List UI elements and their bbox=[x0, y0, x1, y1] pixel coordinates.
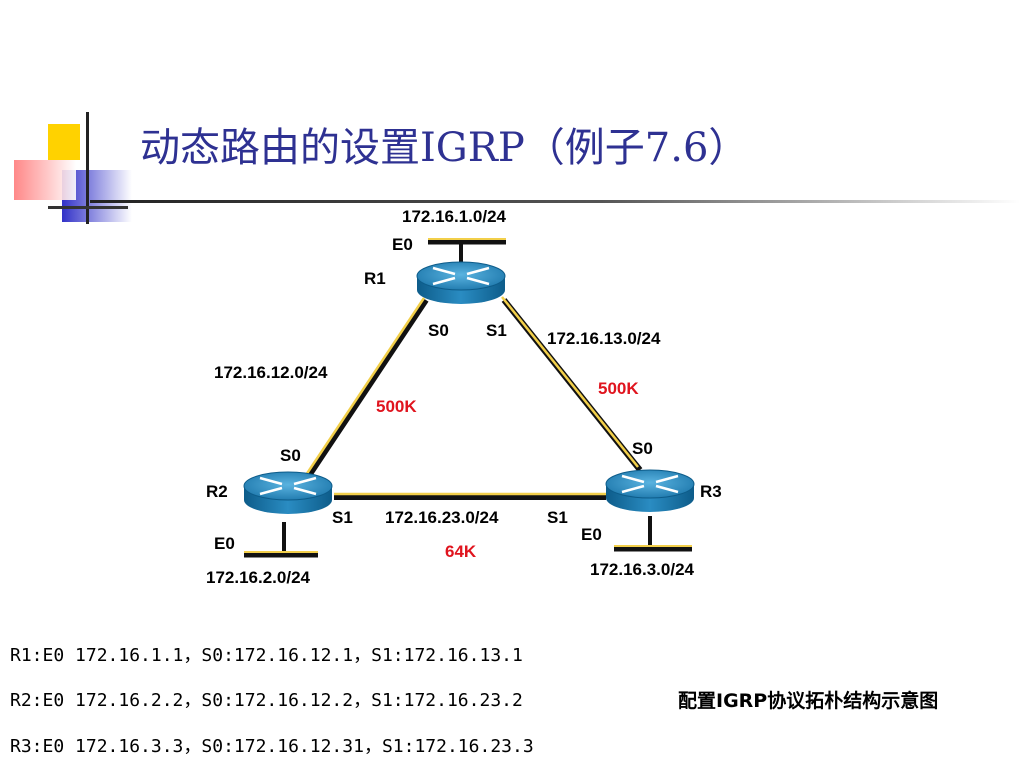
r1-e0-label: E0 bbox=[392, 235, 413, 254]
r3-s1-label: S1 bbox=[547, 508, 568, 527]
link-r1-r3-bandwidth: 500K bbox=[598, 379, 639, 398]
config-line-r1: R1:E0 172.16.1.1，S0:172.16.12.1，S1:172.1… bbox=[10, 645, 523, 666]
router-r1-icon bbox=[416, 261, 506, 304]
ethernet-r2 bbox=[244, 522, 318, 558]
config-line-r3: R3:E0 172.16.3.3，S0:172.16.12.31，S1:172.… bbox=[10, 736, 534, 757]
diagram-caption: 配置IGRP协议拓朴结构示意图 bbox=[678, 690, 939, 712]
r3-e0-label: E0 bbox=[581, 525, 602, 544]
link-r1-r2 bbox=[302, 297, 429, 482]
network-links bbox=[302, 296, 643, 500]
ethernet-r3 bbox=[614, 516, 692, 552]
r1-s0-label: S0 bbox=[428, 321, 449, 340]
r2-s0-label: S0 bbox=[280, 446, 301, 465]
corner-logo bbox=[14, 112, 132, 224]
r1-e0-network: 172.16.1.0/24 bbox=[402, 207, 506, 226]
link-r2-r3-bandwidth: 64K bbox=[445, 542, 477, 561]
link-r2-r3 bbox=[334, 492, 606, 500]
r3-s0-label: S0 bbox=[632, 439, 653, 458]
ethernet-r1 bbox=[428, 238, 506, 262]
link-r1-r3 bbox=[501, 296, 643, 472]
r3-e0-network: 172.16.3.0/24 bbox=[590, 560, 694, 579]
r3-name: R3 bbox=[700, 482, 722, 501]
r2-e0-label: E0 bbox=[214, 534, 235, 553]
page-title: 动态路由的设置IGRP（例子7.6） bbox=[140, 125, 749, 171]
link-r2-r3-network: 172.16.23.0/24 bbox=[385, 508, 499, 527]
router-r3-icon bbox=[605, 469, 695, 512]
r1-name: R1 bbox=[364, 269, 386, 288]
r2-name: R2 bbox=[206, 482, 228, 501]
router-r2-icon bbox=[243, 471, 333, 514]
config-line-r2: R2:E0 172.16.2.2，S0:172.16.12.2，S1:172.1… bbox=[10, 690, 523, 711]
link-r1-r3-network: 172.16.13.0/24 bbox=[547, 329, 661, 348]
link-r1-r2-network: 172.16.12.0/24 bbox=[214, 363, 328, 382]
title-underline bbox=[90, 200, 1020, 203]
link-r1-r2-bandwidth: 500K bbox=[376, 397, 417, 416]
ethernet-segments bbox=[244, 238, 692, 558]
r2-s1-label: S1 bbox=[332, 508, 353, 527]
r1-s1-label: S1 bbox=[486, 321, 507, 340]
r2-e0-network: 172.16.2.0/24 bbox=[206, 568, 310, 587]
